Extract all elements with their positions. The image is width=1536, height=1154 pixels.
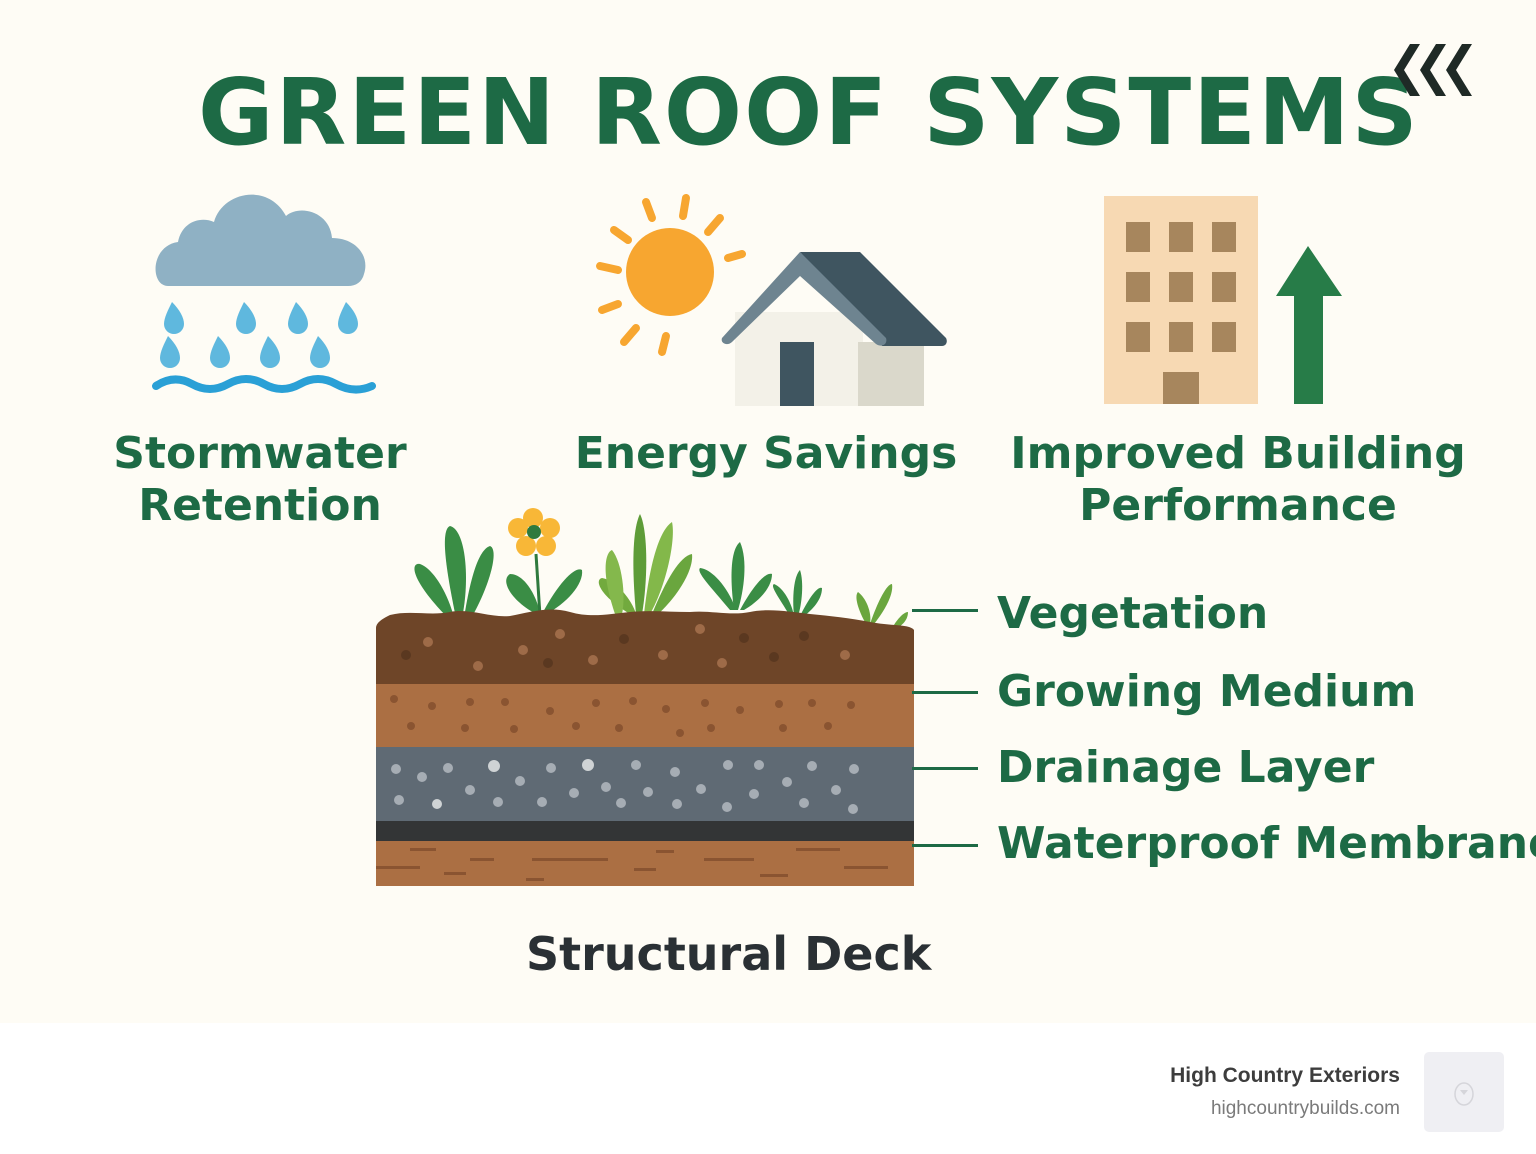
page-title: GREEN ROOF SYSTEMS bbox=[198, 59, 1420, 166]
building-arrow-up-icon bbox=[1104, 196, 1342, 404]
footer-company-name: High Country Exteriors bbox=[1170, 1064, 1400, 1087]
footer-url-link[interactable]: highcountrybuilds.com bbox=[1210, 1098, 1400, 1119]
benefit-performance-label: Improved Building Performance bbox=[1010, 428, 1466, 531]
bear-logo-icon bbox=[1454, 1082, 1474, 1106]
triple-chevron-left-icon bbox=[1394, 44, 1472, 96]
footer-logo[interactable] bbox=[1424, 1052, 1504, 1132]
benefit-energy-label: Energy Savings bbox=[574, 428, 958, 479]
sun-house-icon bbox=[596, 194, 947, 406]
vegetation-icon bbox=[414, 508, 908, 628]
layer-label-membrane: Waterproof Membrane bbox=[997, 818, 1536, 869]
green-roof-cross-section bbox=[376, 508, 914, 886]
structural-deck-label: Structural Deck bbox=[526, 927, 932, 981]
benefit-stormwater-label: Stormwater Retention bbox=[113, 428, 407, 531]
leader-line-drainage bbox=[912, 767, 978, 770]
leader-line-vegetation bbox=[912, 609, 978, 612]
rain-cloud-icon bbox=[152, 194, 376, 394]
layer-label-growing-medium: Growing Medium bbox=[997, 666, 1417, 717]
layer-label-drainage: Drainage Layer bbox=[997, 742, 1375, 793]
leader-line-growing-medium bbox=[912, 691, 978, 694]
footer bbox=[0, 1023, 1536, 1154]
leader-line-membrane bbox=[912, 844, 978, 847]
layer-label-vegetation: Vegetation bbox=[997, 588, 1269, 639]
infographic: GREEN ROOF SYSTEMS bbox=[113, 44, 1536, 981]
